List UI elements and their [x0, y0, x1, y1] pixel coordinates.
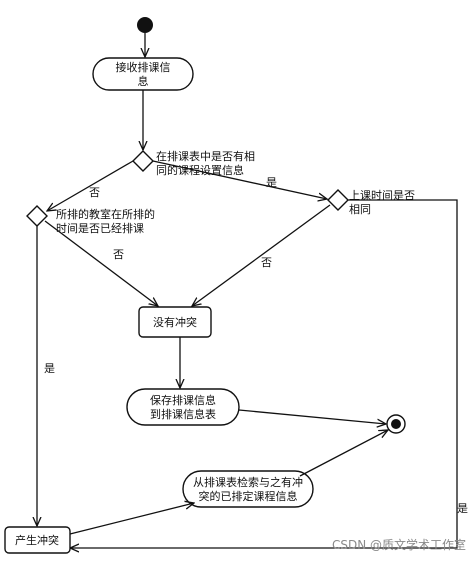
edge-d3-conflict — [70, 199, 458, 548]
label-d3-yes: 是 — [457, 502, 468, 515]
retrieve-conflict-action — [182, 470, 314, 508]
save-info-line2: 到排课信息表 — [150, 407, 216, 421]
decision-same-time — [327, 189, 349, 211]
edge-retrieve-end — [299, 430, 388, 477]
no-conflict-action — [138, 306, 212, 338]
save-info-line1: 保存排课信息 — [150, 393, 216, 407]
label-d1-no: 否 — [89, 186, 100, 199]
decision-same-time-line1: 上课时间是否 — [349, 189, 415, 202]
end-node-inner — [391, 419, 401, 429]
retrieve-conflict-line1: 从排课表检索与之有冲 — [193, 475, 303, 489]
edge-save-end — [238, 409, 386, 424]
receive-info-line1: 接收排课信 — [116, 60, 171, 74]
label-d3-no: 否 — [261, 256, 272, 269]
watermark: CSDN @质文学术工作室 — [332, 537, 466, 552]
save-info-action — [126, 388, 240, 426]
start-node — [137, 17, 153, 33]
decision-room-booked — [26, 205, 48, 227]
conflict-action — [4, 526, 71, 554]
edge-d1-d3 — [152, 160, 327, 199]
receive-info-line2: 息 — [138, 74, 149, 88]
retrieve-conflict-line2: 突的已排定课程信息 — [199, 489, 298, 503]
decision-same-course-line1: 在排课表中是否有相 — [156, 149, 255, 163]
label-d2-no: 否 — [113, 248, 124, 261]
no-conflict-label: 没有冲突 — [153, 315, 197, 329]
edge-d3-noconflict — [192, 204, 331, 306]
edge-d2-noconflict — [44, 220, 158, 306]
edge-conflict-retrieve — [69, 503, 194, 535]
decision-room-booked-line1: 所排的教室在所排的 — [56, 207, 155, 221]
decision-same-course — [132, 150, 154, 172]
edge-d1-d2 — [47, 160, 134, 211]
label-d1-yes: 是 — [266, 176, 277, 189]
decision-room-booked-line2: 时间是否已经排课 — [56, 221, 144, 235]
decision-same-time-line2: 相同 — [349, 203, 371, 216]
label-d2-yes: 是 — [44, 362, 55, 375]
conflict-label: 产生冲突 — [15, 533, 59, 547]
